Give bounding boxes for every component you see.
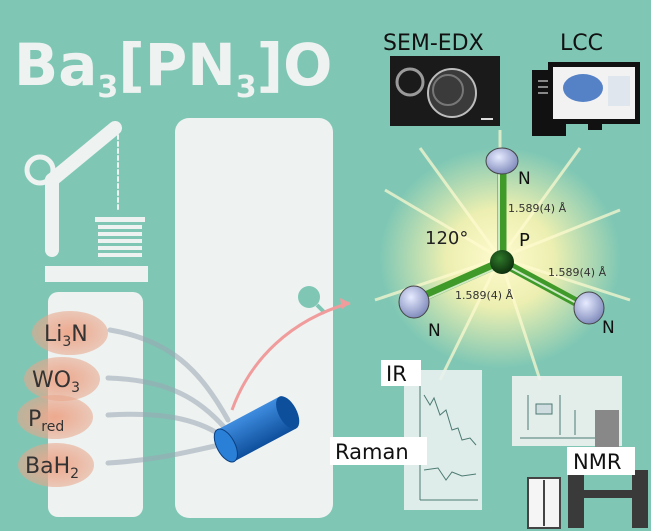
shelf: [45, 266, 148, 282]
precursor-blob-li3n: [32, 311, 108, 355]
bond-length-right: 1.589(4) Å: [548, 266, 607, 279]
sem-edx-label: SEM-EDX: [383, 31, 484, 56]
computer-icon: [532, 62, 640, 136]
precursor-wo3: WO3: [32, 368, 80, 396]
nmr-spectrum-plot: [520, 395, 616, 439]
ir-label-box: [381, 360, 421, 386]
reaction-arrow-head: [340, 298, 350, 309]
precursor-blob-pred: [17, 395, 93, 439]
flow-lines: [105, 327, 231, 466]
atom-label-p: P: [519, 230, 530, 251]
bond-length-left: 1.589(4) Å: [455, 289, 514, 302]
ampoule-icon: [213, 396, 300, 463]
crane-icon: [24, 121, 122, 257]
atom-n-top: [485, 147, 519, 175]
atom-label-n-left: N: [428, 321, 441, 341]
crane-load-icon: [95, 217, 145, 257]
atom-n-right: [573, 291, 605, 325]
precursor-bah2: BaH2: [25, 454, 79, 482]
atom-n-left: [398, 285, 430, 319]
bond-angle-label: 120°: [425, 228, 468, 249]
precursor-li3n: Li3N: [44, 322, 88, 350]
precursor-blob-bah2: [18, 443, 94, 487]
glow-rays: [374, 130, 631, 381]
lcc-label: LCC: [560, 31, 603, 56]
raman-label: Raman: [335, 440, 409, 464]
precursor-blob-wo3: [24, 357, 100, 401]
nmr-label-box: [567, 447, 635, 475]
compound-title: Ba3[PN3]O: [14, 31, 333, 105]
ir-label: IR: [386, 362, 407, 386]
precursor-pred: Pred: [28, 407, 64, 435]
nmr-instrument-icon: [527, 410, 648, 529]
raman-label-box: [330, 437, 427, 465]
atom-p-center: [490, 250, 514, 274]
atom-label-n-top: N: [518, 169, 531, 189]
reaction-arrow: [230, 301, 351, 411]
sem-image: [390, 56, 500, 126]
bond-length-top: 1.589(4) Å: [508, 202, 567, 215]
nmr-label: NMR: [573, 450, 621, 474]
atom-label-n-right: N: [602, 318, 615, 338]
